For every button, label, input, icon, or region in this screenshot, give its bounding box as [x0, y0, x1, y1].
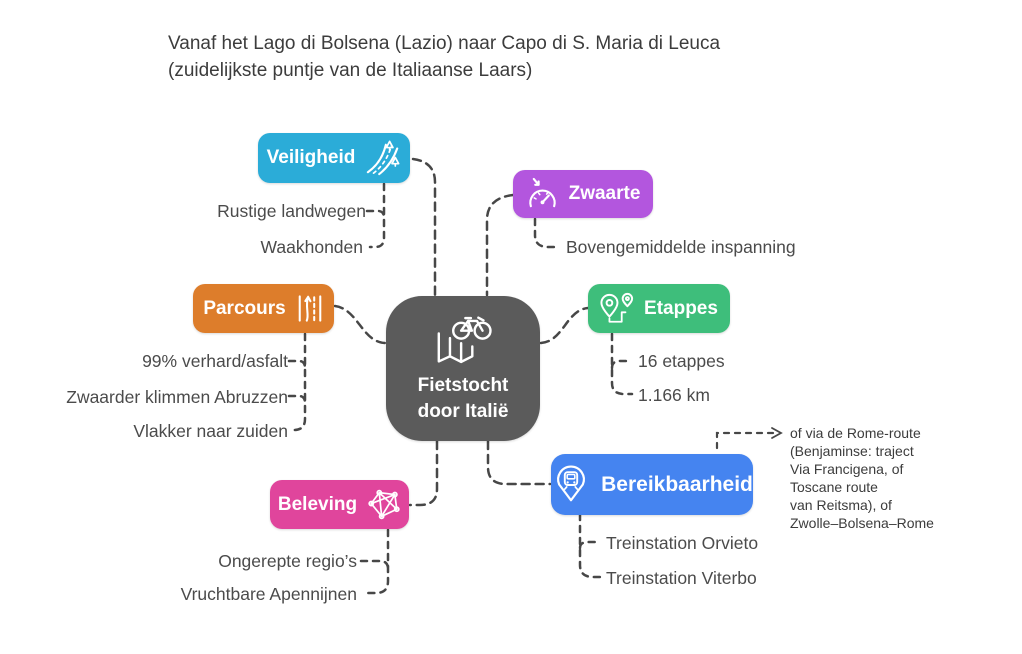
- branch-node-label: Parcours: [203, 297, 286, 319]
- link-central-bereikbaarheid: [486, 439, 552, 486]
- branch-node-label: Veiligheid: [266, 147, 356, 168]
- tick-zwaarder: [287, 394, 307, 405]
- branch-node-bereikbaarheid[interactable]: Bereikbaarheid: [551, 454, 753, 515]
- trunk-veiligheid: [368, 182, 386, 249]
- leaf-waakhonden[interactable]: Waakhonden: [260, 237, 363, 257]
- road-lanes-icon: [296, 293, 324, 324]
- tick-rustige-landwegen: [365, 209, 386, 220]
- note-arrow-line: [715, 431, 780, 450]
- leaf-rustige-landwegen[interactable]: Rustige landwegen: [217, 201, 366, 221]
- leaf-vlakker-naar-zuiden[interactable]: Vlakker naar zuiden: [133, 421, 288, 441]
- tick-verhard: [287, 359, 307, 370]
- trunk-etappes: [610, 332, 634, 396]
- network-icon: [367, 489, 401, 520]
- branch-node-beleving[interactable]: Beleving: [270, 480, 409, 529]
- route-pins-icon: [600, 292, 634, 326]
- link-zwaarte-central: [485, 193, 515, 297]
- leaf-treinstation-viterbo[interactable]: Treinstation Viterbo: [606, 568, 757, 588]
- tick-orvieto: [578, 540, 601, 550]
- map-bicycle-icon: [429, 313, 497, 367]
- leaf-1166-km[interactable]: 1.166 km: [638, 385, 710, 405]
- leaf-ongerepte-regios[interactable]: Ongerepte regio’s: [218, 551, 357, 571]
- tick-ongerepte: [359, 559, 390, 571]
- branch-node-parcours[interactable]: Parcours: [193, 284, 334, 333]
- branch-node-zwaarte[interactable]: Zwaarte: [513, 170, 653, 218]
- branch-node-etappes[interactable]: Etappes: [588, 284, 730, 333]
- leaf-zwaarder-klimmen[interactable]: Zwaarder klimmen Abruzzen: [66, 387, 288, 407]
- tick-16-etappes: [610, 359, 633, 370]
- leaf-16-etappes[interactable]: 16 etappes: [638, 351, 725, 371]
- branch-node-label: Beleving: [277, 493, 358, 515]
- note-arrow-head: [771, 427, 783, 439]
- trunk-zwaarte: [533, 217, 559, 249]
- link-central-beleving: [408, 439, 439, 507]
- gauge-icon: [526, 177, 559, 212]
- central-node-label: Fietstocht door Italië: [417, 374, 509, 422]
- link-veiligheid-central: [411, 157, 437, 297]
- link-parcours-central: [333, 304, 387, 345]
- branch-node-label: Etappes: [644, 297, 718, 319]
- leaf-bovengemiddelde-inspanning[interactable]: Bovengemiddelde inspanning: [566, 237, 796, 257]
- branch-node-label: Zwaarte: [568, 183, 641, 204]
- central-node[interactable]: Fietstocht door Italië: [386, 296, 540, 441]
- trunk-parcours: [287, 332, 307, 432]
- branch-node-label: Bereikbaarheid: [601, 472, 753, 496]
- leaf-verhard-asfalt[interactable]: 99% verhard/asfalt: [142, 351, 288, 371]
- trunk-beleving: [365, 528, 390, 595]
- country-road-icon: [365, 140, 401, 176]
- train-pin-icon: [551, 463, 591, 507]
- trunk-bereikbaarheid: [578, 512, 602, 579]
- branch-node-veiligheid[interactable]: Veiligheid: [258, 133, 410, 183]
- leaf-vruchtbare-apennijnen[interactable]: Vruchtbare Apennijnen: [180, 584, 357, 604]
- diagram-title: Vanaf het Lago di Bolsena (Lazio) naar C…: [168, 33, 721, 81]
- leaf-treinstation-orvieto[interactable]: Treinstation Orvieto: [606, 533, 759, 553]
- link-central-etappes: [539, 306, 590, 345]
- route-note[interactable]: of via de Rome-route (Benjaminse: trajec…: [790, 425, 934, 531]
